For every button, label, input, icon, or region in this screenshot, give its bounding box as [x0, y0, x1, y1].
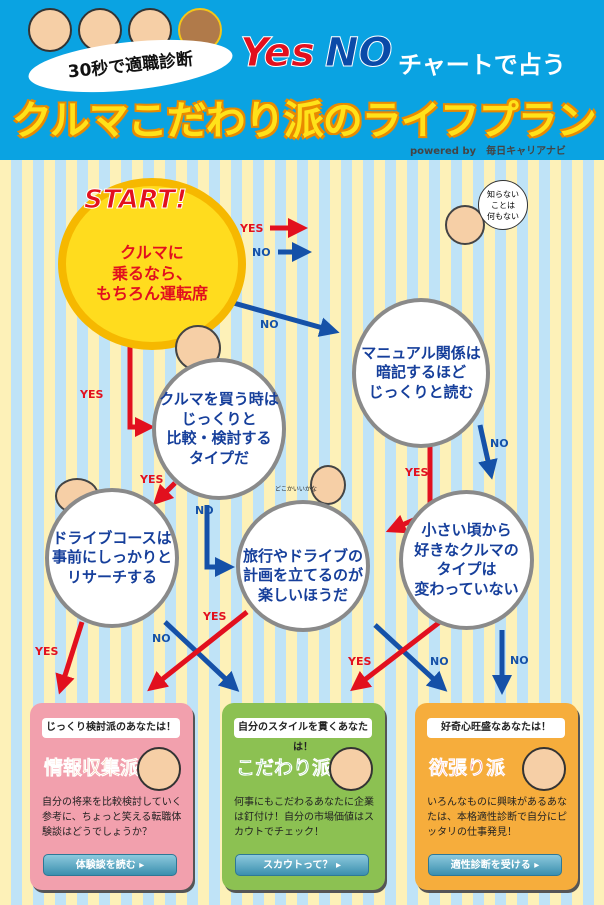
legend-yes-label: YES — [240, 222, 264, 235]
arrow-label-no: NO — [510, 654, 529, 667]
character-face — [329, 747, 373, 791]
character-face — [137, 747, 181, 791]
question-manual: マニュアル関係は 暗記するほど じっくりと読む — [352, 298, 490, 448]
question-compare: クルマを買う時は じっくりと 比較・検討する タイプだ — [152, 358, 286, 500]
question-drive-course: ドライブコースは 事前にしっかりと リサーチする — [45, 488, 179, 628]
arrow-label-yes: YES — [140, 473, 164, 486]
arrow-no — [204, 505, 235, 577]
result-type: 情報収集派 — [44, 757, 140, 780]
arrow-label-no: NO — [490, 437, 509, 450]
result-type: こだわり派 — [236, 757, 332, 780]
page-title: クルマこだわり派のライフプラン — [12, 98, 597, 144]
arrow-yes — [350, 616, 447, 692]
yes-logo-text: Yes — [240, 30, 316, 77]
arrow-label-yes: YES — [203, 610, 227, 623]
question-favorite-car: 小さい頃から 好きなクルマの タイプは 変わっていない — [399, 490, 534, 630]
arrow-label-no: NO — [430, 655, 449, 668]
result-description: 自分の将来を比較検討していく参考に、ちょっと笑える転職体験談はどうでしょうか？ — [42, 797, 182, 838]
arrow-no — [477, 424, 498, 480]
speech-bubble: 知らない ことは 何もない — [478, 180, 528, 230]
arrow-label-yes: YES — [405, 466, 429, 479]
powered-by: powered by 毎日キャリアナビ — [410, 146, 566, 157]
arrow-label-no: NO — [195, 504, 214, 517]
result-type: 欲張り派 — [429, 757, 506, 780]
arrow-label-yes: YES — [35, 645, 59, 658]
arrow-yes — [55, 621, 85, 695]
question-travel-plan: 旅行やドライブの 計画を立てるのが 楽しいほうだ — [236, 500, 370, 632]
result-heading: 自分のスタイルを貫くあなたは！ — [234, 718, 372, 753]
arrow-label-no: NO — [152, 632, 171, 645]
scout-button[interactable]: スカウトって？ ▸ — [235, 854, 369, 876]
arrow-label-yes: YES — [348, 655, 372, 668]
character-illustration — [310, 465, 346, 505]
chart-subtitle: チャートで占う — [398, 51, 566, 79]
result-card-info: じっくり検討派のあなたは！ 情報収集派 自分の将来を比較検討していく参考に、ちょ… — [30, 703, 193, 890]
result-heading: じっくり検討派のあなたは！ — [42, 718, 180, 738]
small-caption: どこかいいかな — [275, 486, 317, 493]
start-label: START! — [83, 185, 188, 216]
result-card-kodawari: 自分のスタイルを貫くあなたは！ こだわり派 何事にもこだわるあなたに企業は釘付け… — [222, 703, 385, 890]
aptitude-test-button[interactable]: 適性診断を受ける ▸ — [428, 854, 562, 876]
arrow-yes — [147, 610, 249, 692]
result-description: 何事にもこだわるあなたに企業は釘付け！自分の市場価値はスカウトでチェック！ — [234, 797, 374, 838]
arrow-yes — [127, 345, 155, 437]
header-banner: 30秒で適職診断 Yes NO チャートで占う クルマこだわり派のライフプラン … — [0, 0, 604, 160]
arrow-yes — [152, 481, 177, 506]
result-description: いろんなものに興味があるあなたは、本格適性診断で自分にピッタリの仕事発見！ — [427, 797, 567, 838]
avatar — [28, 8, 72, 52]
legend-no-label: NO — [252, 246, 271, 259]
start-question: クルマに 乗るなら、 もちろん運転席 — [58, 178, 246, 350]
character-face — [522, 747, 566, 791]
result-card-yokubari: 好奇心旺盛なあなたは！ 欲張り派 いろんなものに興味があるあなたは、本格適性診断… — [415, 703, 578, 890]
result-heading: 好奇心旺盛なあなたは！ — [427, 718, 565, 738]
arrow-no — [373, 623, 448, 692]
arrow-label-no: NO — [260, 318, 279, 331]
no-logo-text: NO — [324, 30, 393, 77]
read-story-button[interactable]: 体験談を読む ▸ — [43, 854, 177, 876]
arrow-label-yes: YES — [80, 388, 104, 401]
